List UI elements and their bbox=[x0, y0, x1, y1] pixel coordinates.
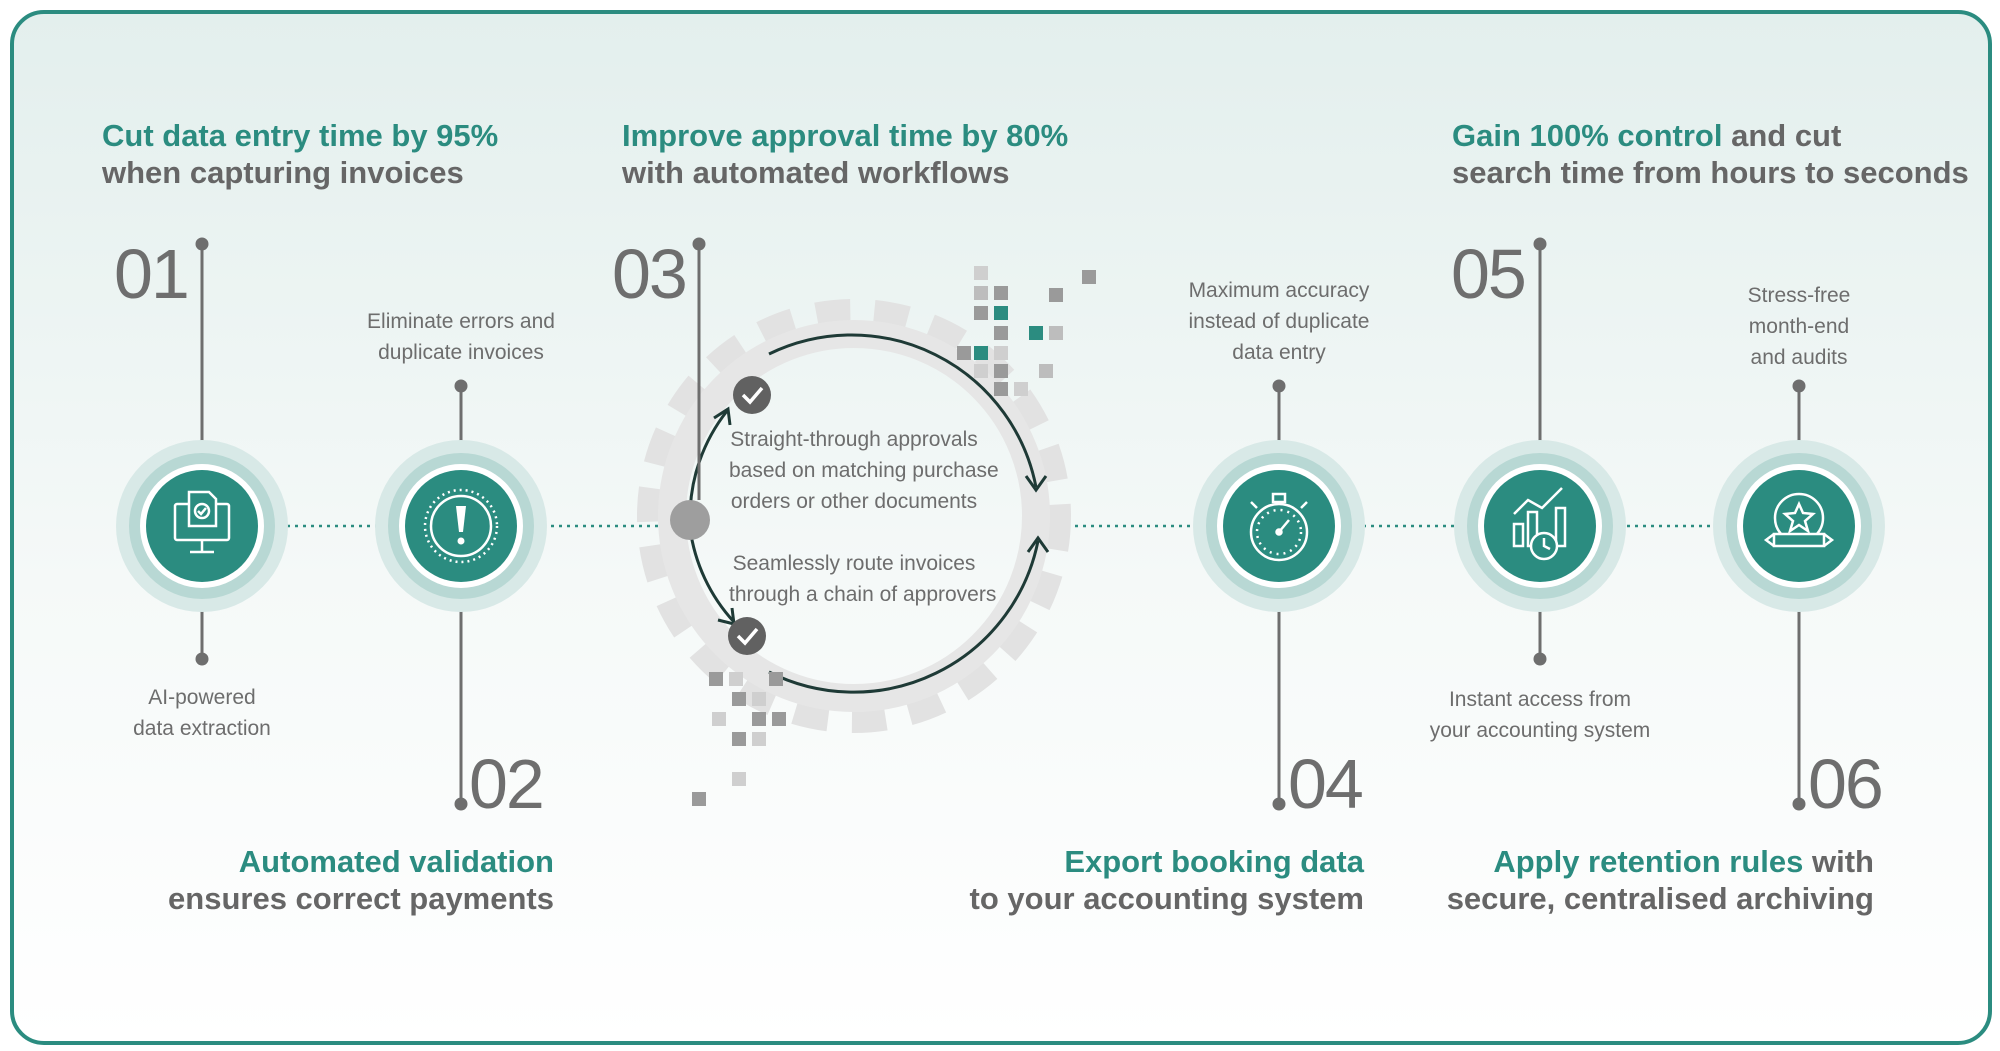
headline-02-rest: ensures correct payments bbox=[168, 881, 554, 916]
gear-node bbox=[670, 500, 710, 540]
stopwatch-icon bbox=[1249, 492, 1309, 562]
headline-06-highlight: Apply retention rules bbox=[1493, 844, 1804, 879]
step-number-02: 02 bbox=[469, 745, 545, 823]
infographic-frame: Cut data entry time by 95% when capturin… bbox=[10, 10, 1992, 1045]
note-03-top: Straight-through approvals based on matc… bbox=[729, 424, 999, 517]
note-04: Maximum accuracy instead of duplicate da… bbox=[1159, 275, 1399, 368]
note-03-bottom: Seamlessly route invoices through a chai… bbox=[729, 548, 996, 610]
check-icon-bottom bbox=[728, 617, 766, 655]
note-03-bottom-line-2: through a chain of approvers bbox=[729, 583, 997, 606]
award-icon bbox=[1763, 492, 1835, 548]
headline-02: Automated validation ensures correct pay… bbox=[168, 843, 554, 917]
note-04-line-3: data entry bbox=[1232, 341, 1326, 364]
cycle-arrows bbox=[688, 333, 1050, 694]
note-02: Eliminate errors and duplicate invoices bbox=[341, 306, 581, 368]
headline-01-highlight: Cut data entry time by 95% bbox=[102, 118, 499, 153]
step-number-06: 06 bbox=[1808, 745, 1884, 823]
headline-05-rest: search time from hours to seconds bbox=[1452, 155, 1969, 190]
note-06-line-1: Stress-free bbox=[1747, 284, 1851, 307]
note-03-top-line-1: Straight-through approvals bbox=[730, 428, 978, 451]
note-06: Stress-free month-end and audits bbox=[1699, 280, 1899, 373]
badge-04 bbox=[1193, 440, 1365, 612]
step-number-04: 04 bbox=[1288, 745, 1364, 823]
headline-03-highlight: Improve approval time by 80% bbox=[622, 118, 1069, 153]
note-01-line-1: AI-powered bbox=[148, 686, 256, 709]
headline-01: Cut data entry time by 95% when capturin… bbox=[102, 117, 498, 191]
headline-05-highlight: Gain 100% control bbox=[1452, 118, 1723, 153]
note-01: AI-powered data extraction bbox=[102, 682, 302, 744]
headline-02-highlight: Automated validation bbox=[238, 844, 554, 879]
headline-03: Improve approval time by 80% with automa… bbox=[622, 117, 1068, 191]
headline-04-highlight: Export booking data bbox=[1064, 844, 1364, 879]
note-04-line-1: Maximum accuracy bbox=[1188, 279, 1370, 302]
note-02-line-2: duplicate invoices bbox=[378, 341, 544, 364]
note-06-line-3: and audits bbox=[1750, 346, 1848, 369]
headline-05: Gain 100% control and cut search time fr… bbox=[1452, 117, 1969, 191]
headline-01-rest: when capturing invoices bbox=[102, 155, 464, 190]
note-02-line-1: Eliminate errors and bbox=[367, 310, 555, 333]
note-03-top-line-2: based on matching purchase bbox=[729, 459, 999, 482]
note-01-line-2: data extraction bbox=[133, 717, 271, 740]
pixel-squares-top bbox=[957, 266, 1096, 396]
monitor-check-icon bbox=[173, 490, 231, 554]
chart-clock-icon bbox=[1512, 487, 1567, 561]
note-05-line-1: Instant access from bbox=[1448, 688, 1632, 711]
process-diagram bbox=[116, 237, 1885, 811]
note-04-line-2: instead of duplicate bbox=[1188, 310, 1370, 333]
headline-06: Apply retention rules with secure, centr… bbox=[1447, 843, 1874, 917]
headline-04-rest: to your accounting system bbox=[969, 881, 1364, 916]
note-05: Instant access from your accounting syst… bbox=[1415, 684, 1665, 746]
badge-05 bbox=[1454, 440, 1626, 612]
step-number-03: 03 bbox=[612, 235, 688, 313]
note-03-bottom-line-1: Seamlessly route invoices bbox=[732, 552, 976, 575]
pixel-squares-bottom bbox=[692, 672, 786, 806]
note-05-line-2: your accounting system bbox=[1429, 719, 1651, 742]
headline-05-mid: and cut bbox=[1731, 118, 1842, 153]
check-icon-top bbox=[733, 376, 771, 414]
note-03-top-line-3: orders or other documents bbox=[730, 490, 978, 513]
note-06-line-2: month-end bbox=[1748, 315, 1850, 338]
headline-03-rest: with automated workflows bbox=[622, 155, 1010, 190]
step-number-05: 05 bbox=[1451, 235, 1527, 313]
alert-icon bbox=[423, 488, 499, 564]
headline-04: Export booking data to your accounting s… bbox=[970, 843, 1364, 917]
step-number-01: 01 bbox=[114, 235, 190, 313]
headline-06-mid: with bbox=[1812, 844, 1874, 879]
headline-06-rest: secure, centralised archiving bbox=[1446, 881, 1874, 916]
